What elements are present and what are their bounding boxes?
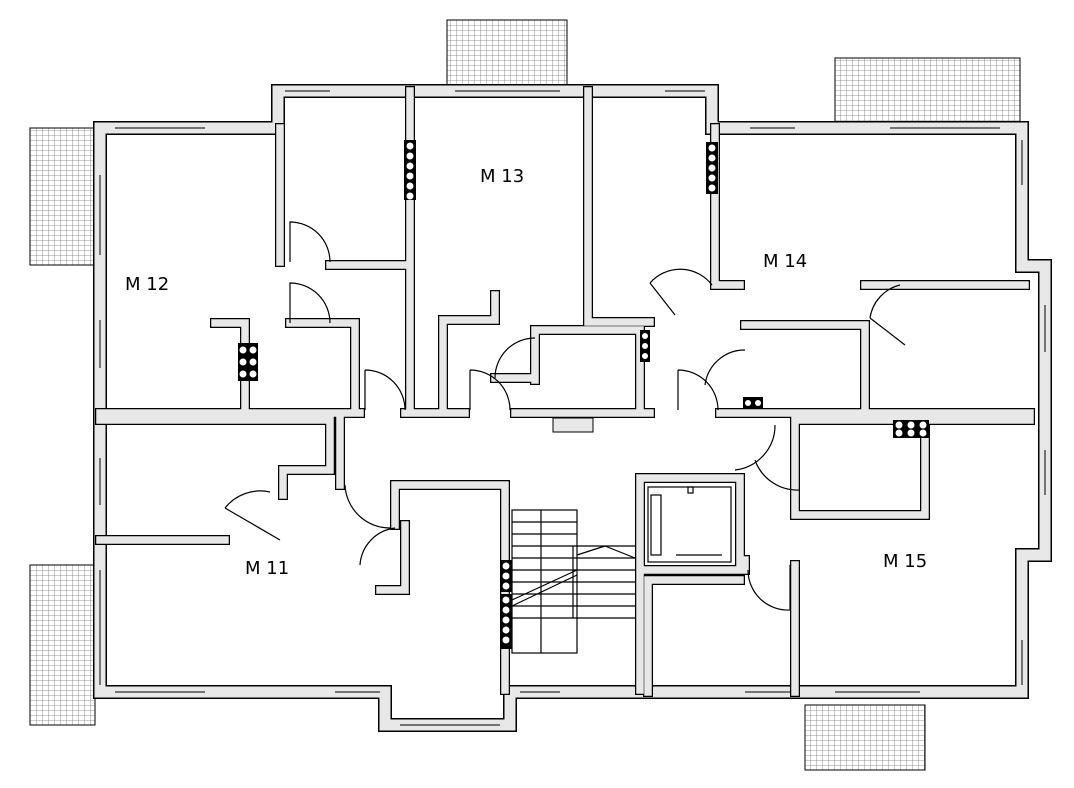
door-swings (224, 221, 906, 611)
unit-label-m12: M 12 (125, 274, 169, 295)
balcony-north-right (834, 57, 1021, 123)
balcony-south (804, 704, 926, 771)
balconies (29, 19, 1021, 771)
exterior-walls (93, 84, 1052, 732)
unit-label-m15: M 15 (883, 551, 927, 572)
unit-label-m14: M 14 (763, 251, 807, 272)
unit-label-m13: M 13 (480, 166, 524, 187)
balcony-west-lower (29, 564, 96, 726)
shafts (238, 140, 929, 649)
balcony-west-upper (29, 127, 96, 266)
unit-label-m11: M 11 (245, 558, 289, 579)
interior-walls (95, 86, 1035, 697)
elevator (647, 486, 732, 563)
unit-labels: M 12 M 13 M 14 M 11 M 15 (125, 166, 927, 579)
staircase (511, 509, 636, 654)
balcony-north-left (446, 19, 568, 89)
